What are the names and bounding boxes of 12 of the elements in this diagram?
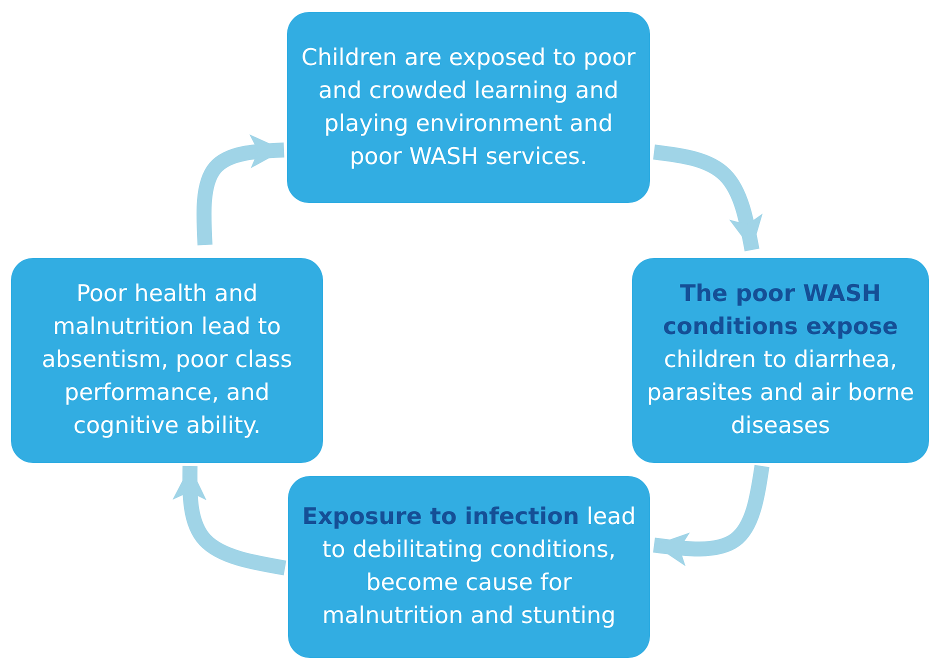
curved-arrow xyxy=(172,466,286,576)
box-text: Poor health and malnutrition lead to absentism, poor class performance, and cognitive ability. xyxy=(40,280,294,441)
box-text: Children are exposed to poor and crowded learning and playing environment and poor WASH services. xyxy=(301,44,636,172)
box-text: The poor WASH conditions expose children to diarrhea, parasites and air borne diseases xyxy=(646,280,915,441)
process-box xyxy=(632,258,929,463)
box-text: Exposure to infection lead to debilitating conditions, become cause for malnutrition and stunting xyxy=(302,503,636,631)
curved-arrow xyxy=(653,144,763,252)
process-box xyxy=(287,12,650,203)
process-box xyxy=(288,476,650,658)
process-box xyxy=(11,258,323,463)
curved-arrow xyxy=(653,464,770,566)
curved-arrow xyxy=(196,134,284,246)
